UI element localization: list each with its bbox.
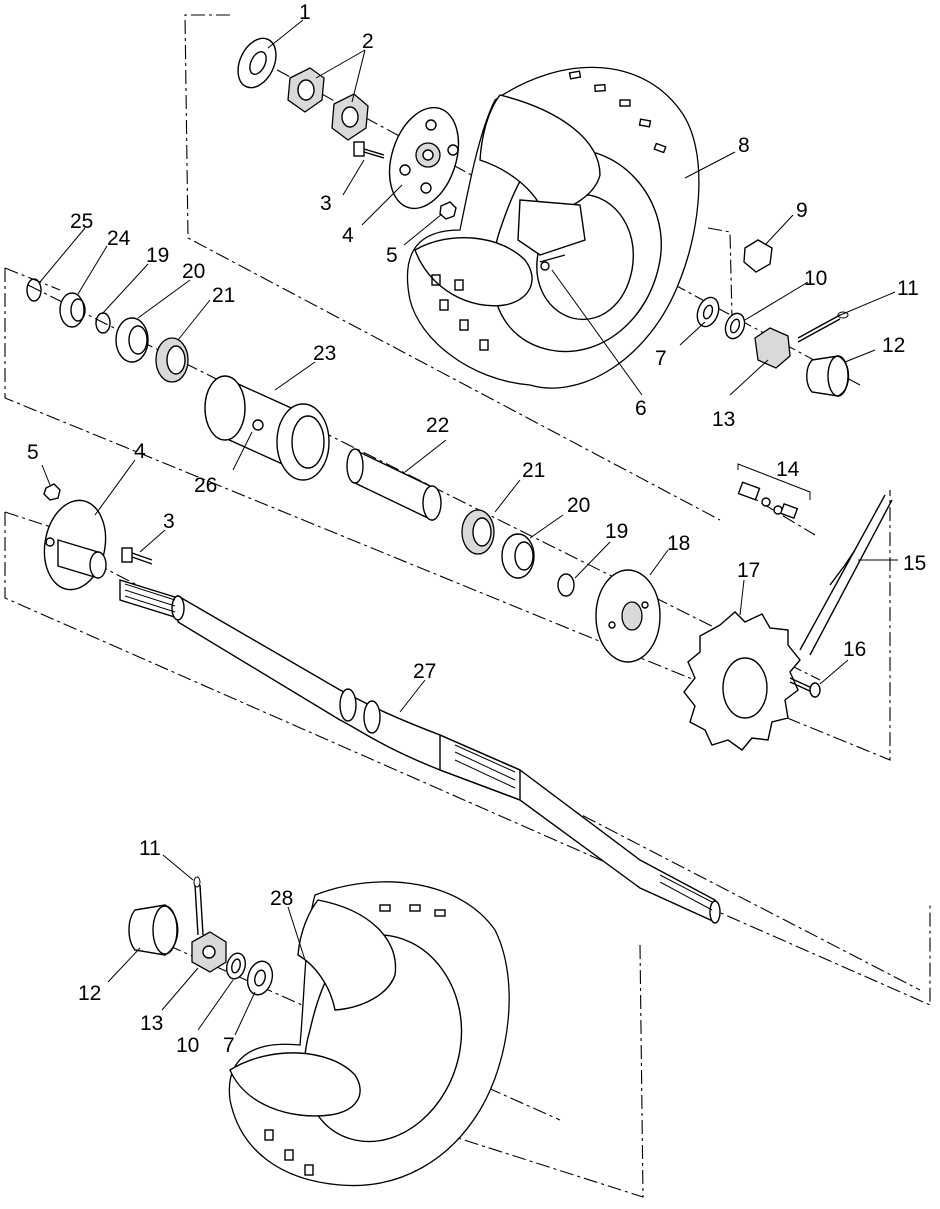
callout-14: 14 (776, 458, 800, 481)
hub-cap-part-12-upper (806, 355, 850, 397)
bearing-carrier-part-23 (204, 375, 330, 481)
cotter-pin-part-11-upper (797, 311, 849, 343)
callout-26: 26 (194, 474, 217, 497)
master-link-part-14 (737, 463, 811, 519)
callout-21-left: 21 (212, 284, 235, 307)
hub-nut-part-2a (287, 67, 325, 113)
bearing-part-21-left (155, 337, 189, 383)
callout-3-lower: 3 (163, 510, 175, 533)
callout-15: 15 (903, 552, 926, 575)
callout-7-lower: 7 (223, 1034, 235, 1057)
callout-1: 1 (299, 1, 311, 24)
tire-part-28 (228, 881, 510, 1187)
callout-4-lower: 4 (134, 440, 146, 463)
callout-11-lower: 11 (139, 837, 161, 860)
bolt-part-3-upper (353, 141, 385, 159)
hub-flange-part-4-lower (43, 499, 107, 591)
callout-13-upper: 13 (712, 408, 735, 431)
bolt-part-3-lower (121, 547, 153, 565)
hub-flange-part-4-upper (388, 106, 460, 210)
callout-25: 25 (70, 210, 93, 233)
callout-12-upper: 12 (882, 334, 905, 357)
callout-6: 6 (635, 397, 647, 420)
bearing-part-20-right (501, 533, 535, 579)
callout-10-lower: 10 (176, 1034, 199, 1057)
cotter-pin-part-11-lower (193, 876, 204, 936)
axle-assembly (43, 483, 721, 924)
bearing-part-20-left (115, 317, 149, 363)
leader-lines (39, 19, 898, 1036)
chain-part-15 (799, 494, 893, 656)
upper-wheel-assembly (237, 37, 850, 397)
washer-part-1 (237, 37, 277, 89)
callout-5-lower: 5 (27, 441, 39, 464)
callout-10-upper: 10 (804, 267, 827, 290)
hub-cap-part-12-lower (128, 904, 179, 956)
washer-part-10-upper (724, 312, 746, 340)
callout-labels: 1 2 3 4 5 6 7 8 9 10 11 12 13 14 15 16 1… (27, 1, 926, 1057)
callout-20-right: 20 (567, 494, 590, 517)
callout-23: 23 (313, 342, 336, 365)
washer-part-7-lower (246, 960, 274, 996)
callout-13-lower: 13 (140, 1012, 163, 1035)
callout-28: 28 (270, 887, 293, 910)
callout-5-upper: 5 (386, 244, 398, 267)
callout-2: 2 (362, 30, 374, 53)
callout-8: 8 (738, 134, 750, 157)
callout-22: 22 (426, 414, 449, 437)
callout-11-upper: 11 (897, 277, 919, 300)
nut-part-5-lower (43, 483, 61, 501)
seal-part-24 (59, 292, 86, 328)
valve-stem-part-6 (539, 254, 566, 271)
callout-16: 16 (843, 638, 866, 661)
washer-part-7-upper (696, 296, 720, 328)
callout-21-right: 21 (522, 459, 545, 482)
callout-19-left: 19 (146, 244, 169, 267)
bearing-part-21-right (461, 509, 495, 555)
callout-12-lower: 12 (78, 982, 101, 1005)
washer-part-10-lower (225, 952, 247, 980)
lower-wheel-assembly (128, 876, 510, 1187)
sprocket-part-17 (683, 611, 801, 751)
callout-7-upper: 7 (655, 347, 667, 370)
spacer-tube-part-22 (346, 448, 442, 522)
hub-nut-part-2b (331, 93, 369, 141)
axle-shaft-part-27 (119, 579, 721, 924)
callout-20-left: 20 (182, 260, 205, 283)
nut-part-9 (743, 239, 773, 273)
callout-24: 24 (107, 227, 131, 250)
callout-27: 27 (413, 660, 436, 683)
callout-18: 18 (667, 532, 690, 555)
callout-3-upper: 3 (320, 192, 332, 215)
castle-nut-part-13-lower (191, 931, 227, 973)
castle-nut-part-13-upper (754, 327, 791, 369)
sprocket-bolt-part-16 (789, 677, 821, 698)
callout-4-upper: 4 (342, 224, 354, 247)
callout-9: 9 (796, 199, 808, 222)
callout-17: 17 (737, 559, 760, 582)
snap-ring-part-25 (26, 278, 42, 302)
callout-19-right: 19 (605, 520, 628, 543)
nut-part-5-upper (439, 201, 457, 220)
o-ring-part-19-right (557, 573, 575, 597)
bearing-carrier-assembly (26, 278, 893, 751)
sprocket-hub-part-18 (595, 569, 661, 663)
tire-part-8 (406, 66, 700, 389)
